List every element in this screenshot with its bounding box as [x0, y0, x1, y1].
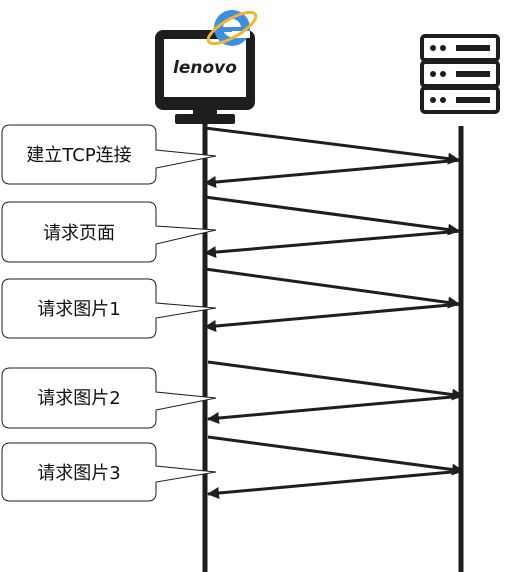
step-request-page: 请求页面	[1, 195, 462, 263]
step-label: 请求图片1	[37, 299, 120, 320]
request-arrow	[204, 195, 460, 236]
response-arrow	[207, 469, 464, 499]
step-tcp-connect: 建立TCP连接	[1, 124, 462, 188]
internet-explorer-icon	[206, 10, 258, 46]
step-request-image-1: 请求图片1	[1, 267, 462, 339]
server-rack-icon	[420, 34, 500, 114]
response-arrow	[204, 302, 462, 332]
step-label: 建立TCP连接	[26, 145, 131, 166]
callout-bubble	[1, 201, 217, 263]
step-request-image-2: 请求图片2	[1, 360, 464, 429]
request-arrow	[207, 435, 464, 476]
step-label: 请求图片3	[37, 463, 120, 484]
desktop-monitor-icon: lenovo	[155, 30, 255, 124]
response-arrow	[204, 158, 462, 188]
request-arrow	[204, 267, 460, 309]
response-arrow	[204, 229, 462, 259]
step-label: 请求图片2	[37, 388, 120, 409]
callout-bubble	[1, 367, 217, 429]
callout-bubble	[1, 442, 217, 502]
step-request-image-3: 请求图片3	[1, 435, 464, 502]
response-arrow	[207, 394, 464, 424]
callout-bubble	[1, 124, 217, 185]
request-arrow	[204, 126, 460, 165]
request-arrow	[207, 360, 464, 401]
brand-logo-text: lenovo	[173, 58, 237, 78]
callout-bubble	[1, 278, 217, 339]
step-label: 请求页面	[43, 223, 115, 244]
